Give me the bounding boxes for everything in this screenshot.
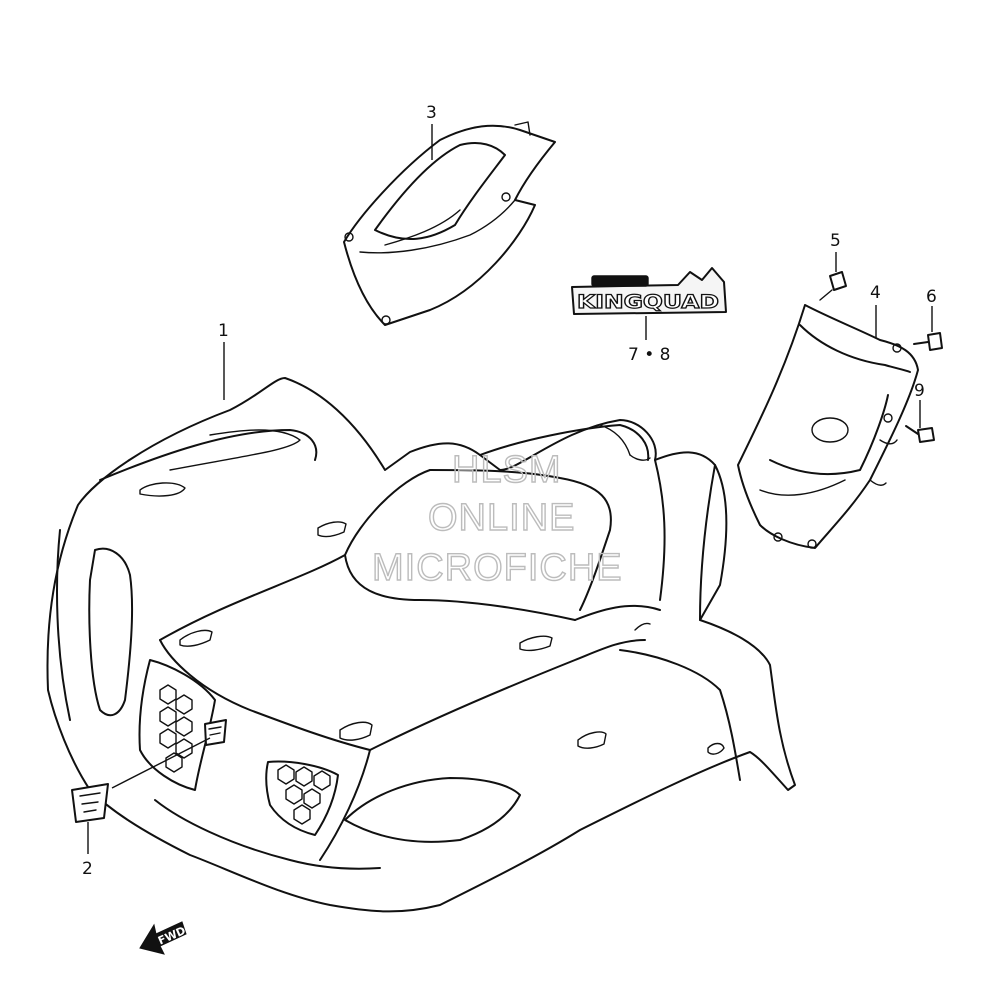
- callout-part-1: 1: [218, 321, 229, 341]
- callout-part-3: 3: [426, 103, 437, 123]
- left-grille-hex: [159, 684, 193, 773]
- watermark-line-3: MICROFICHE: [372, 547, 623, 589]
- callout-part-2: 2: [82, 859, 93, 879]
- callout-part-4: 4: [870, 283, 881, 303]
- callout-part-5: 5: [830, 231, 841, 251]
- fwd-arrow-icon: FWD: [139, 921, 188, 955]
- screw-part-6[interactable]: [913, 306, 943, 351]
- front-fender-part-1[interactable]: [46, 377, 796, 913]
- watermark-line-2: ONLINE: [428, 497, 575, 539]
- watermark-line-1: HLSM: [452, 449, 562, 491]
- watermark: HLSM ONLINE MICROFICHE: [371, 448, 623, 589]
- decal-text: KINGQUAD: [577, 291, 719, 313]
- center-grille-hex: [277, 764, 331, 825]
- callout-part-6: 6: [926, 287, 937, 307]
- kingquad-decal-part-7-8[interactable]: KINGQUAD: [571, 267, 727, 340]
- side-cover-part-3[interactable]: [343, 121, 556, 326]
- bolt-part-9[interactable]: [905, 400, 935, 443]
- emblem-part-2[interactable]: [71, 719, 227, 823]
- callout-part-9: 9: [914, 381, 925, 401]
- side-panel-part-4[interactable]: [737, 304, 919, 549]
- callout-part-7-8: 7 • 8: [628, 345, 670, 365]
- clip-part-5[interactable]: [819, 252, 847, 301]
